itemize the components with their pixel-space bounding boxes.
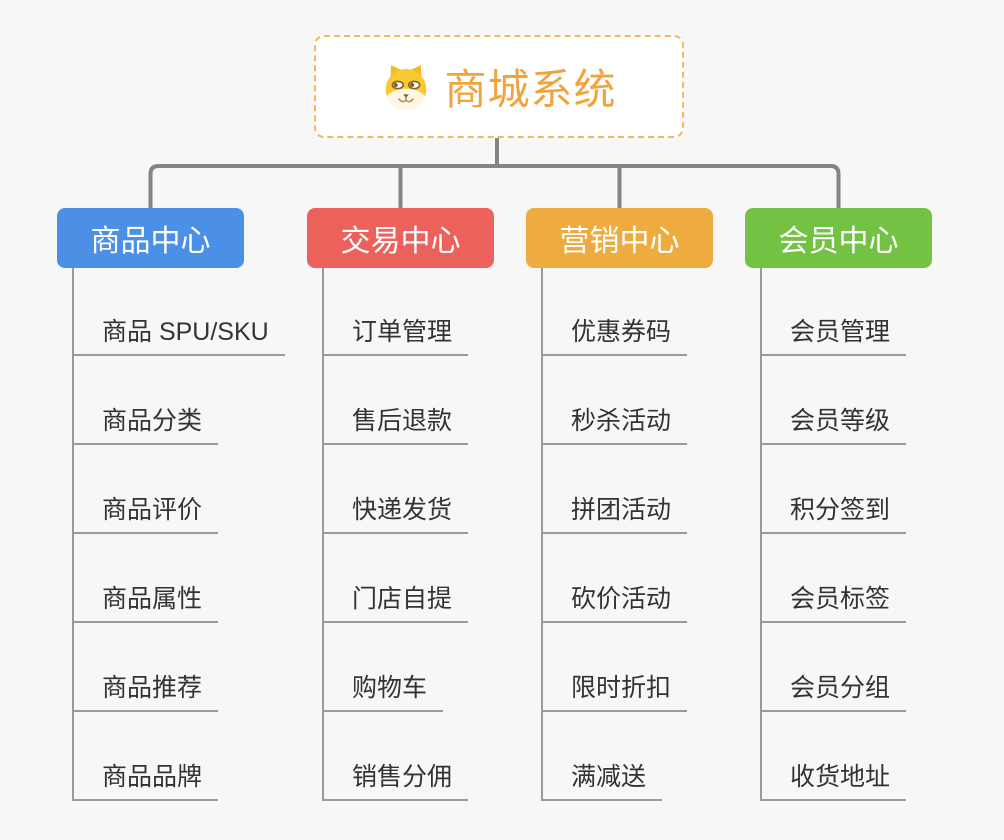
leaf-node[interactable]: 会员管理 xyxy=(760,316,907,356)
branch-label: 交易中心 xyxy=(340,225,461,258)
leaf-node[interactable]: 会员等级 xyxy=(760,405,907,445)
leaf-node[interactable]: 商品品牌 xyxy=(72,761,219,801)
leaf-node[interactable]: 订单管理 xyxy=(322,316,469,356)
shiba-dog-icon xyxy=(381,62,431,112)
leaf-node[interactable]: 门店自提 xyxy=(322,583,469,623)
leaf-node[interactable]: 收货地址 xyxy=(760,761,907,801)
leaf-node[interactable]: 商品 SPU/SKU xyxy=(72,316,285,356)
leaf-node[interactable]: 优惠券码 xyxy=(541,316,688,356)
leaf-node[interactable]: 商品评价 xyxy=(72,494,219,534)
branch-trunk-line xyxy=(322,268,324,801)
leaf-node[interactable]: 商品属性 xyxy=(72,583,219,623)
leaf-node[interactable]: 快递发货 xyxy=(322,494,469,534)
branch-node-marketing-center[interactable]: 营销中心 xyxy=(526,208,713,268)
root-node[interactable]: 商城系统 xyxy=(314,35,684,138)
branch-trunk-line xyxy=(72,268,74,801)
leaf-node[interactable]: 满减送 xyxy=(541,761,663,801)
leaf-node[interactable]: 积分签到 xyxy=(760,494,907,534)
branch-label: 商品中心 xyxy=(90,225,211,258)
root-title: 商城系统 xyxy=(444,66,617,113)
leaf-node[interactable]: 购物车 xyxy=(322,672,444,712)
branch-label: 营销中心 xyxy=(559,225,680,258)
branch-label: 会员中心 xyxy=(778,225,899,258)
leaf-node[interactable]: 商品分类 xyxy=(72,405,219,445)
leaf-node[interactable]: 销售分佣 xyxy=(322,761,469,801)
leaf-node[interactable]: 秒杀活动 xyxy=(541,405,688,445)
leaf-node[interactable]: 会员标签 xyxy=(760,583,907,623)
leaf-node[interactable]: 拼团活动 xyxy=(541,494,688,534)
leaf-node[interactable]: 会员分组 xyxy=(760,672,907,712)
branch-node-product-center[interactable]: 商品中心 xyxy=(57,208,244,268)
leaf-node[interactable]: 售后退款 xyxy=(322,405,469,445)
branch-node-trade-center[interactable]: 交易中心 xyxy=(307,208,494,268)
branch-trunk-line xyxy=(760,268,762,801)
branch-trunk-line xyxy=(541,268,543,801)
leaf-node[interactable]: 限时折扣 xyxy=(541,672,688,712)
leaf-node[interactable]: 商品推荐 xyxy=(72,672,219,712)
branch-node-member-center[interactable]: 会员中心 xyxy=(745,208,932,268)
leaf-node[interactable]: 砍价活动 xyxy=(541,583,688,623)
